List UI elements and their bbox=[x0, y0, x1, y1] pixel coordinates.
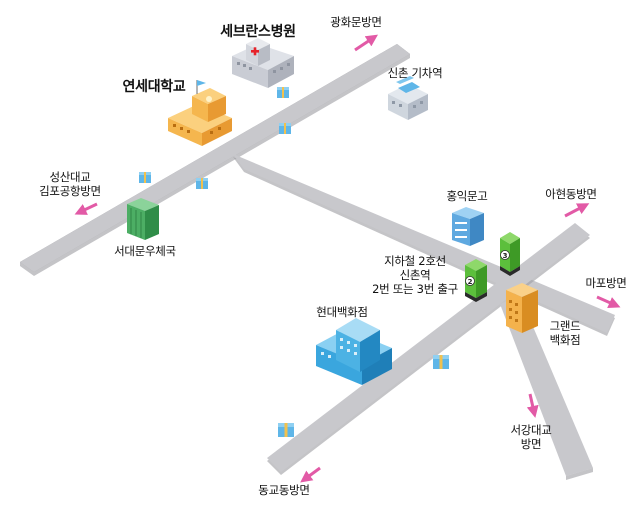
direction-arrow-icon bbox=[354, 34, 378, 52]
gift-box-icon bbox=[277, 87, 289, 98]
exit-3-number: 3 bbox=[503, 252, 508, 260]
exit-number-badge: 2 bbox=[465, 276, 475, 286]
gift-box-icon bbox=[279, 123, 291, 134]
ahyeon-direction-label: 아현동방면 bbox=[545, 187, 597, 201]
donggyo-direction-label: 동교동방면 bbox=[258, 483, 310, 497]
direction-arrow-icon bbox=[300, 466, 321, 483]
hongik-bookstore-label: 홍익문고 bbox=[446, 189, 488, 203]
direction-arrow-icon bbox=[596, 295, 621, 309]
exit-2-number: 2 bbox=[468, 278, 473, 286]
yonsei-university-label: 연세대학교 bbox=[122, 79, 186, 95]
hongik-bookstore-building bbox=[452, 207, 484, 246]
exit-number-badge: 3 bbox=[500, 250, 510, 260]
gift-box-icon bbox=[278, 423, 294, 437]
road-segment bbox=[500, 296, 593, 480]
mapo-direction-label: 마포방면 bbox=[585, 276, 627, 290]
hyundai-department-store-label: 현대백화점 bbox=[316, 305, 368, 319]
hyundai-department-store-building bbox=[316, 318, 392, 385]
road-segment bbox=[267, 223, 590, 475]
subway-line2-exit-label: 지하철 2호선 신촌역 2번 또는 3번 출구 bbox=[372, 254, 458, 296]
direction-arrow-icon bbox=[526, 393, 539, 418]
gift-box-icon bbox=[196, 178, 208, 189]
gwanghwamun-direction-label: 광화문방면 bbox=[330, 15, 382, 29]
seogang-bridge-direction-label: 서강대교 방면 bbox=[510, 423, 552, 451]
gift-box-icon bbox=[139, 172, 151, 183]
direction-arrow-icon bbox=[74, 202, 98, 215]
road-segment bbox=[20, 44, 410, 276]
post-office-label: 서대문우체국 bbox=[114, 244, 176, 258]
red-cross-icon bbox=[251, 47, 259, 56]
roads bbox=[20, 44, 615, 480]
severance-hospital-label: 세브란스병원 bbox=[220, 24, 296, 40]
subway-exit-3-building bbox=[500, 232, 520, 276]
flag-icon bbox=[197, 80, 206, 86]
sinchon-train-station-label: 신촌 기차역 bbox=[387, 66, 443, 80]
post-office-building bbox=[127, 198, 159, 240]
grand-department-store-building bbox=[506, 283, 538, 333]
seongsan-gimpo-direction-label: 성산대교 김포공항방면 bbox=[39, 170, 101, 198]
severance-hospital-building bbox=[232, 38, 294, 88]
yonsei-university-building bbox=[168, 80, 232, 146]
gift-box-icon bbox=[433, 355, 449, 369]
direction-arrow-icon bbox=[564, 203, 590, 218]
grand-department-store-label: 그랜드 백화점 bbox=[549, 319, 581, 347]
sinchon-station-building bbox=[388, 76, 428, 120]
